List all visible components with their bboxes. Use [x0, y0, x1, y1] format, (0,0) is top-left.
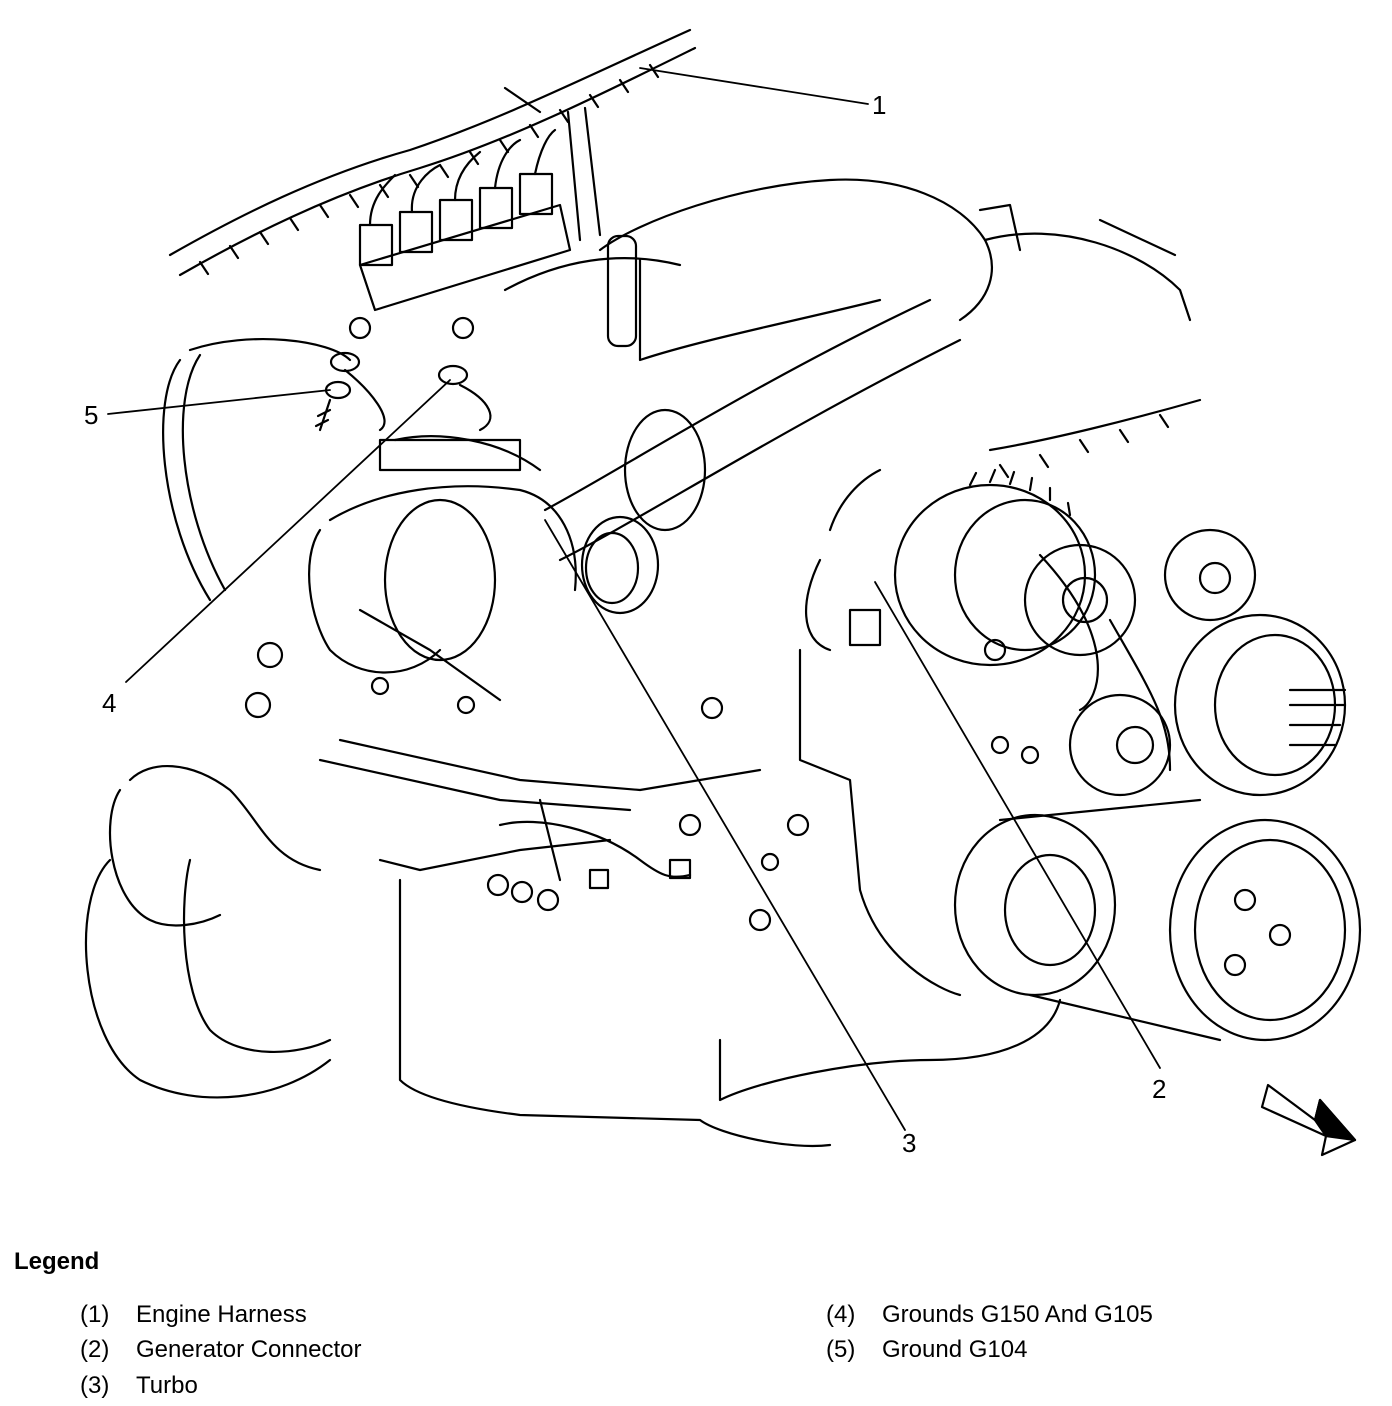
engine-block — [84, 638, 1062, 1148]
leader-lines — [107, 67, 1161, 1131]
turbo — [308, 298, 962, 702]
front-direction-arrow — [1260, 1083, 1357, 1157]
legend-title: Legend — [14, 1248, 100, 1275]
legend-item-generator-connector: (2) Generator Connector — [80, 1336, 361, 1364]
legend-item-number: (4) — [826, 1301, 856, 1328]
legend-item-label: Ground G104 — [882, 1336, 1028, 1363]
legend-item-engine-harness: (1) Engine Harness — [80, 1301, 307, 1329]
engine-harness — [168, 28, 697, 277]
legend-item-turbo: (3) Turbo — [80, 1372, 198, 1400]
legend-item-label: Engine Harness — [136, 1301, 307, 1328]
callout-1: 1 — [872, 90, 886, 120]
callout-4: 4 — [102, 688, 116, 718]
engine-line-drawing: 1 2 3 4 5 — [84, 28, 1362, 1158]
legend-item-number: (2) — [80, 1336, 110, 1363]
pulleys — [953, 528, 1362, 1042]
legend-item-number: (3) — [80, 1372, 110, 1399]
callout-2: 2 — [1152, 1074, 1166, 1104]
callout-labels: 1 2 3 4 5 — [84, 90, 1166, 1158]
callout-5: 5 — [84, 400, 98, 430]
callout-3: 3 — [902, 1128, 916, 1158]
generator — [804, 398, 1202, 667]
connector-block — [358, 128, 572, 312]
legend-item-number: (5) — [826, 1336, 856, 1363]
legend-item-label: Grounds G150 And G105 — [882, 1301, 1153, 1328]
ground-studs — [162, 316, 492, 602]
legend-item-number: (1) — [80, 1301, 110, 1328]
legend-item-grounds-g150-g105: (4) Grounds G150 And G105 — [826, 1301, 1153, 1329]
legend-item-ground-g104: (5) Ground G104 — [826, 1336, 1027, 1364]
legend-item-label: Generator Connector — [136, 1336, 362, 1363]
intake-manifold — [503, 178, 1192, 362]
legend-item-label: Turbo — [136, 1372, 198, 1399]
